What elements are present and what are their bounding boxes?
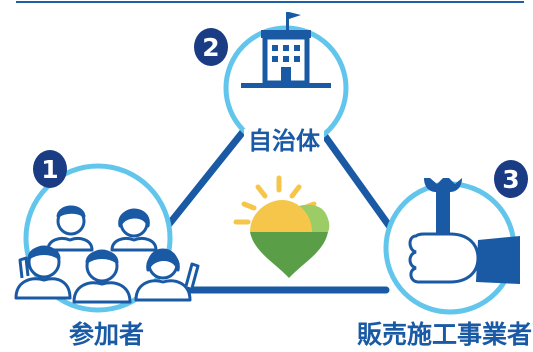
wrench [424,178,462,234]
heart-sunrise-icon [233,175,330,278]
node-circle [23,163,173,313]
node-contractors [383,178,520,315]
label-contractors: 販売施工事業者 [357,320,533,349]
sun-ray [255,184,268,199]
heart-sun [250,200,312,232]
label-municipality: 自治体 [244,129,324,153]
hand [408,232,480,284]
number-badge-participants: 1 [33,150,67,188]
sleeve [476,236,520,284]
people-group-icon [14,205,200,304]
number-badge-contractors: 3 [494,160,528,198]
building-icon [241,12,331,88]
node-participants [14,163,200,313]
sun-ray [241,201,257,211]
number-badge-municipality: 2 [194,28,228,66]
sun-ray [289,184,302,199]
heart-green-field [250,232,328,278]
top-rule [16,1,524,3]
wrench-hand-icon [408,178,520,284]
label-participants: 参加者 [69,320,145,349]
